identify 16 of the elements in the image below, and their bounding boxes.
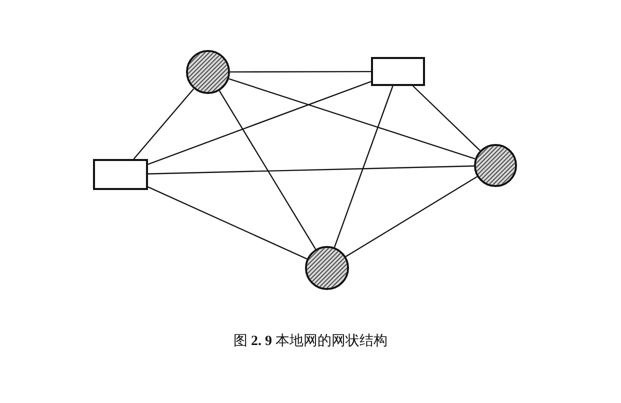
connector-line bbox=[133, 88, 194, 160]
connector-line bbox=[230, 70, 371, 73]
hatched-circle-node bbox=[186, 50, 230, 94]
hatched-circle-node bbox=[474, 144, 517, 187]
figure-caption: 图 2. 9 本地网的网状结构 bbox=[234, 332, 388, 351]
connector-line bbox=[228, 78, 476, 160]
connector-line bbox=[334, 86, 394, 248]
connector-line bbox=[148, 80, 372, 165]
connector-line bbox=[218, 90, 316, 250]
connector-line bbox=[148, 165, 474, 174]
connector-line bbox=[412, 86, 480, 152]
connector-line bbox=[148, 186, 308, 260]
rectangle-node bbox=[93, 159, 148, 190]
connector-line bbox=[345, 176, 478, 258]
rectangle-node bbox=[371, 57, 425, 86]
hatched-circle-node bbox=[305, 246, 349, 290]
